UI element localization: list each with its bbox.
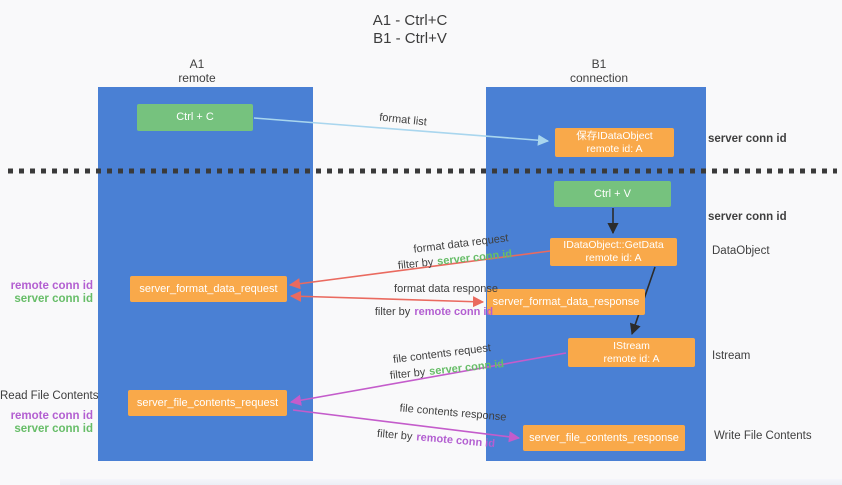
column-header-b1: B1 connection [539, 57, 659, 85]
filter-by-text: filter by [374, 306, 411, 318]
getdata-box: IDataObject::GetData remote id: A [550, 238, 677, 266]
write-file-contents-label: Write File Contents [714, 430, 812, 442]
ctrl-c-label: Ctrl + C [176, 111, 214, 123]
arrow-file-contents-response [292, 409, 521, 443]
arrow-format-list [253, 117, 550, 146]
save-dataobject-line1: 保存IDataObject [576, 129, 653, 142]
ctrl-v-label: Ctrl + V [594, 187, 631, 200]
istream-right-label: Istream [712, 350, 751, 362]
save-dataobject-line2: remote id: A [586, 142, 643, 155]
column-a1-subtitle: remote [178, 71, 216, 85]
diagram-title: A1 - Ctrl+C B1 - Ctrl+V [320, 12, 500, 48]
format-data-response-label: format data response [394, 283, 498, 295]
ctrl-c-action-box: Ctrl + C [137, 104, 253, 131]
left-conn-id-stack-2: remote conn id server conn id [0, 410, 93, 436]
left-conn-id-stack-1: remote conn id server conn id [0, 280, 93, 306]
read-file-contents-label: Read File Contents [0, 390, 99, 402]
column-b1-subtitle: connection [569, 71, 629, 85]
arrow-format-data-request [288, 250, 551, 290]
getdata-line2: remote id: A [585, 252, 642, 264]
server-file-contents-request-box: server_file_contents_request [128, 390, 287, 416]
column-a1-name: A1 [189, 57, 205, 71]
remote-conn-id-left-label-1: remote conn id [10, 280, 93, 292]
title-line-1: A1 - Ctrl+C [372, 12, 448, 29]
server-format-data-response-label: server_format_data_response [492, 295, 640, 308]
server-conn-id-left-label-2: server conn id [14, 423, 93, 435]
title-line-2: B1 - Ctrl+V [373, 30, 447, 47]
bottom-edge-strip [60, 479, 842, 485]
server-format-data-request-box: server_format_data_request [130, 276, 287, 302]
istream-line2: remote id: A [603, 352, 660, 365]
server-conn-id-left-label-1: server conn id [14, 293, 93, 305]
server-conn-id-right-label-2: server conn id [708, 211, 787, 223]
server-file-contents-response-label: server_file_contents_response [529, 431, 679, 444]
server-file-contents-request-label: server_file_contents_request [136, 396, 279, 409]
istream-box: IStream remote id: A [568, 338, 695, 367]
dataobject-right-label: DataObject [712, 245, 770, 257]
remote-conn-id-text: remote conn id [414, 306, 494, 318]
column-header-a1: A1 remote [137, 57, 257, 85]
server-format-data-request-label: server_format_data_request [139, 282, 278, 295]
arrow-format-data-response [289, 290, 485, 308]
server-file-contents-response-box: server_file_contents_response [523, 425, 685, 451]
getdata-line1: IDataObject::GetData [563, 239, 664, 251]
column-b1-name: B1 [591, 57, 607, 71]
ctrl-v-action-box: Ctrl + V [554, 181, 671, 207]
remote-conn-id-left-label-2: remote conn id [10, 410, 93, 422]
arrow-file-contents-request [289, 352, 567, 406]
save-dataobject-box: 保存IDataObject remote id: A [555, 128, 674, 157]
read-file-contents-label-wrap: Read File Contents [0, 390, 99, 403]
server-format-data-response-box: server_format_data_response [487, 289, 645, 315]
istream-line1: IStream [613, 339, 650, 352]
server-conn-id-right-label-1: server conn id [708, 133, 787, 145]
